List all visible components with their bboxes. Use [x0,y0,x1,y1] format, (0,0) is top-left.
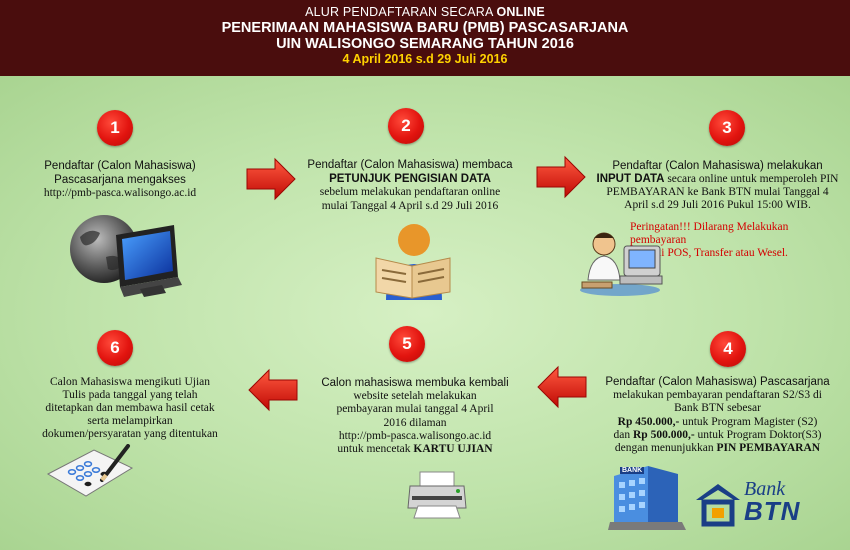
globe-computer-icon [70,215,182,297]
arrow-left-1-icon [537,365,587,409]
person-at-computer-icon [580,232,663,296]
logo-btn-text: BTN [744,496,801,526]
step-4-text: Pendaftar (Calon Mahasiswa) Pascasarjana… [605,376,830,455]
bank-sign: BANK [620,467,645,474]
background [0,76,850,550]
step-5-text: Calon mahasiswa membuka kembali website … [321,377,509,456]
step-3-text: Pendaftar (Calon Mahasiswa) melakukan IN… [596,160,839,211]
step-6-text: Calon Mahasiswa mengikuti Ujian Tulis pa… [42,376,218,440]
registration-period: 4 April 2016 s.d 29 Juli 2016 [342,52,508,66]
title-line-2: PENERIMAAN MAHASISWA BARU (PMB) PASCASAR… [221,20,629,36]
title-banner: ALUR PENDAFTARAN SECARA ONLINE PENERIMAA… [0,0,850,76]
exam-answer-sheet-icon [46,444,134,497]
step-4-badge: 4 [710,331,746,367]
step-1-text: Pendaftar (Calon Mahasiswa) Pascasarjana… [43,160,197,199]
title-line-1: ALUR PENDAFTARAN SECARA ONLINE [305,5,545,19]
arrow-right-1-icon [246,157,296,201]
arrow-right-2-icon [536,155,586,199]
btn-logo-icon [696,484,740,527]
step-2-badge: 2 [388,108,424,144]
printer-icon [407,471,467,519]
step-3-badge: 3 [709,110,745,146]
step-3-warning: Peringatan!!! Dilarang Melakukan pembaya… [630,221,789,259]
step-2-text: Pendaftar (Calon Mahasiswa) membaca PETU… [307,159,513,212]
logo-bank-text: Bank [744,478,786,500]
person-reading-newspaper-icon [375,224,451,300]
step-6-badge: 6 [97,330,133,366]
step-5-badge: 5 [389,326,425,362]
step-1-badge: 1 [97,110,133,146]
arrow-left-2-icon [248,368,298,412]
title-line-3: UIN WALISONGO SEMARANG TAHUN 2016 [276,36,574,52]
bank-building-icon [608,466,686,530]
